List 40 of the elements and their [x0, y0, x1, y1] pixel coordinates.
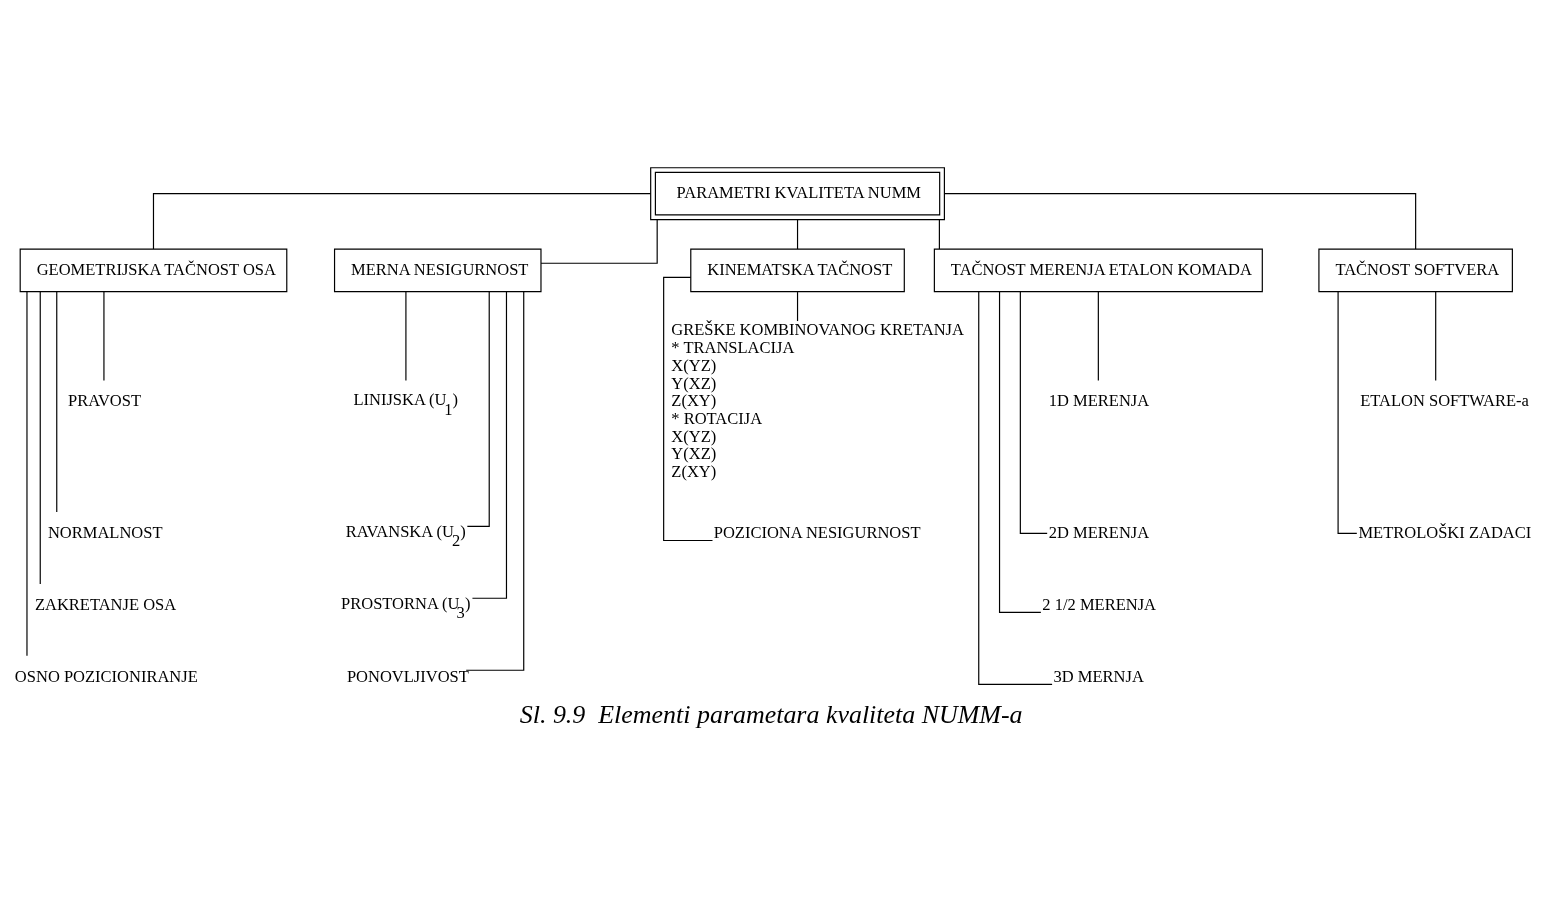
node-text: 2D MERENJA	[1048, 522, 1150, 542]
connector	[938, 219, 940, 250]
node-text: 2 1/2 MERENJA	[1042, 594, 1156, 614]
connector	[39, 291, 41, 585]
connector	[978, 291, 1053, 685]
connector	[796, 291, 799, 322]
node-text: OSNO POZICIONIRANJE	[14, 666, 198, 686]
node-box: GEOMETRIJSKA TAČNOST OSA	[19, 248, 288, 293]
connector	[1435, 291, 1437, 382]
node-box: MERNA NESIGURNOST	[333, 248, 542, 293]
caption: Sl. 9.9 Elementi parametara kvaliteta NUMM-a	[519, 699, 1023, 729]
connector	[1019, 291, 1048, 534]
node-text: ZAKRETANJE OSA	[34, 594, 177, 614]
node-box: TAČNOST SOFTVERA	[1318, 248, 1513, 293]
connector	[405, 291, 407, 382]
connector	[152, 193, 652, 250]
node-text: PONOVLJIVOST	[346, 666, 469, 686]
node-box: PARAMETRI KVALITETA NUMM	[650, 167, 945, 221]
connector	[56, 291, 58, 513]
connector	[998, 291, 1042, 613]
connector	[943, 193, 1417, 250]
node-text: GREŠKE KOMBINOVANOG KRETANJA * TRANSLACIJA X(YZ) Y(XZ) Z(XY) * ROTACIJA X(YZ) Y(XZ) Z(XY)	[671, 320, 964, 482]
connector	[1097, 291, 1099, 382]
node-text: METROLOŠKI ZADACI	[1358, 522, 1532, 542]
connector	[103, 291, 105, 382]
node-box: KINEMATSKA TAČNOST	[690, 248, 905, 293]
node-text: ETALON SOFTWARE-a	[1360, 391, 1529, 411]
connector	[796, 219, 799, 250]
node-text: PRAVOST	[67, 391, 142, 411]
connector	[471, 291, 508, 599]
node-text: 1D MERENJA	[1048, 391, 1150, 411]
connector	[26, 291, 28, 657]
node-text: 3D MERNJA	[1053, 666, 1144, 686]
node-text: POZICIONA NESIGURNOST	[713, 522, 921, 542]
node-box: TAČNOST MERENJA ETALON KOMADA	[933, 248, 1263, 293]
connector	[540, 219, 658, 264]
connector	[663, 276, 714, 542]
connector	[466, 291, 490, 527]
connector	[465, 291, 525, 671]
node-text: NORMALNOST	[47, 522, 163, 542]
